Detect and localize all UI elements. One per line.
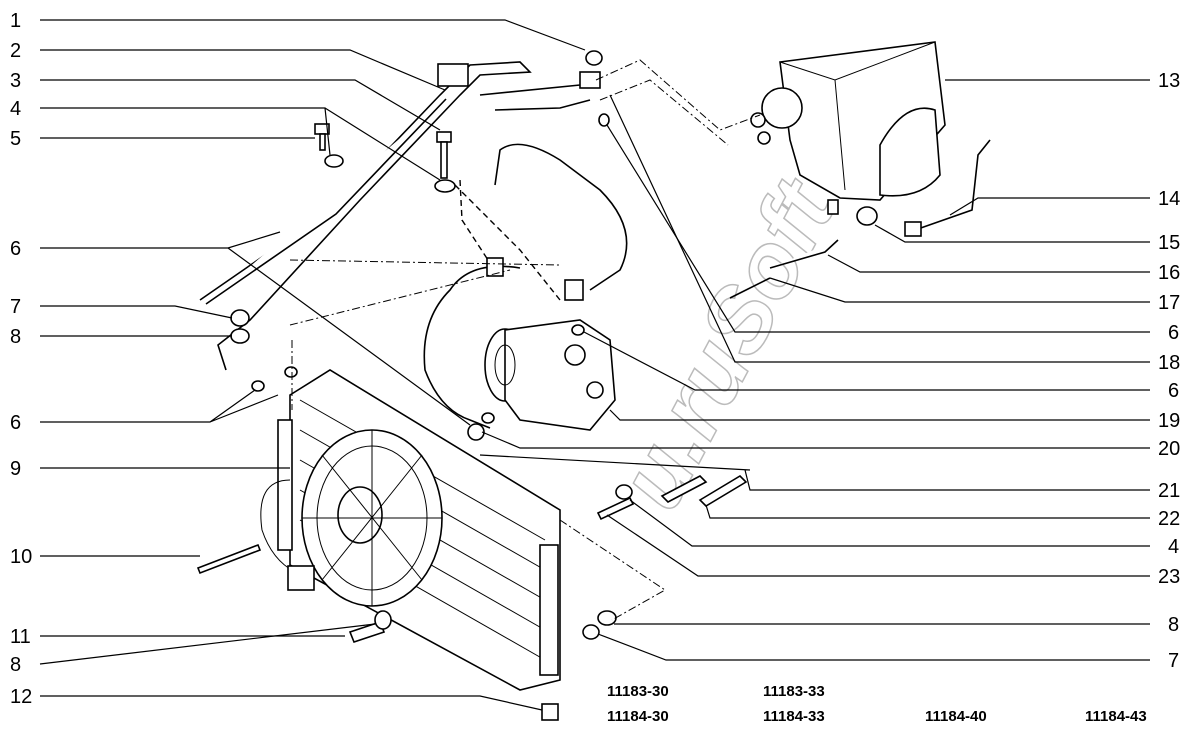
callout-label: 21 <box>1158 480 1180 502</box>
model-code: 11184-43 <box>1085 708 1147 725</box>
callout-label: 4 <box>1168 536 1179 558</box>
callout-label: 8 <box>1168 614 1179 636</box>
model-code: 11183-33 <box>763 683 825 700</box>
callout-label: 6 <box>1168 322 1179 344</box>
callout-label: 22 <box>1158 508 1180 530</box>
callout-label: 6 <box>10 412 21 434</box>
callout-label: 14 <box>1158 188 1180 210</box>
callout-label: 10 <box>10 546 32 568</box>
callout-label: 1 <box>10 10 21 32</box>
callout-label: 16 <box>1158 262 1180 284</box>
callout-label: 3 <box>10 70 21 92</box>
compressor <box>484 319 616 431</box>
callout-label: 20 <box>1158 438 1180 460</box>
watermark-text: u.ruSoft <box>599 162 856 524</box>
callout-label: 11 <box>10 626 31 648</box>
cooling-fan <box>301 429 443 607</box>
callout-label: 6 <box>1168 380 1179 402</box>
callout-label: 23 <box>1158 566 1180 588</box>
callouts-left: 1 2 3 4 5 6 7 8 6 9 10 11 8 12 <box>10 10 32 708</box>
callouts-right: 13 14 15 16 17 6 18 6 19 20 21 22 4 23 8… <box>1158 70 1180 672</box>
callout-label: 7 <box>10 296 21 318</box>
callout-label: 6 <box>10 238 21 260</box>
callout-label: 4 <box>10 98 21 120</box>
model-code: 11184-33 <box>763 708 825 725</box>
callout-label: 9 <box>10 458 21 480</box>
callout-label: 12 <box>10 686 32 708</box>
callout-label: 7 <box>1168 650 1179 672</box>
callout-label: 8 <box>10 654 21 676</box>
model-code: 11184-30 <box>607 708 669 725</box>
callout-label: 13 <box>1158 70 1180 92</box>
callout-label: 15 <box>1158 232 1180 254</box>
callout-label: 17 <box>1158 292 1180 314</box>
model-code: 11184-40 <box>925 708 987 725</box>
dashed-guides <box>289 59 761 621</box>
model-code: 11183-30 <box>607 683 669 700</box>
leader-lines <box>39 19 1150 711</box>
callout-label: 8 <box>10 326 21 348</box>
callout-label: 2 <box>10 40 21 62</box>
callout-label: 19 <box>1158 410 1180 432</box>
callout-label: 18 <box>1158 352 1180 374</box>
pressure-pipes <box>199 50 603 371</box>
callout-label: 5 <box>10 128 21 150</box>
model-codes: 11183-30 11183-33 11184-30 11184-33 1118… <box>607 683 1147 725</box>
evaporator-heater-box <box>750 41 946 215</box>
